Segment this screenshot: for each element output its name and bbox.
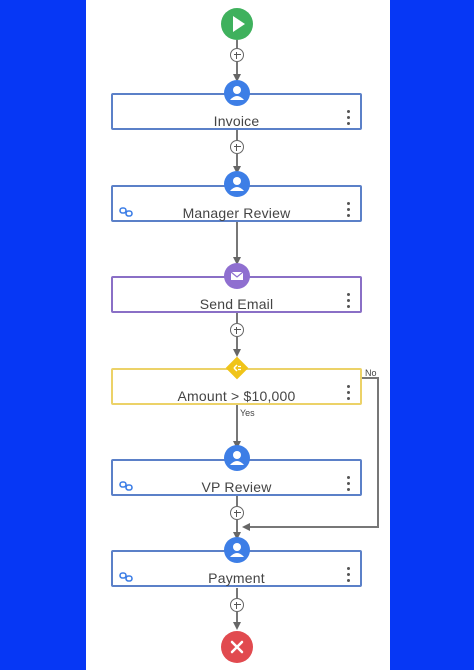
step-label: VP Review [201,479,272,495]
step-label: Send Email [199,296,274,312]
branch-label-yes: Yes [240,408,255,418]
add-step-button[interactable] [230,323,244,337]
user-icon [224,80,250,106]
kebab-menu-icon[interactable] [347,567,351,583]
email-icon [224,263,250,289]
link-icon[interactable] [119,481,133,491]
kebab-menu-icon[interactable] [347,385,351,401]
kebab-menu-icon[interactable] [347,293,351,309]
step-label: Manager Review [182,205,291,221]
user-icon [224,445,250,471]
kebab-menu-icon[interactable] [347,110,351,126]
branch-label-no: No [365,368,377,378]
condition-icon [225,356,249,380]
play-icon [233,16,245,32]
link-icon[interactable] [119,207,133,217]
add-step-button[interactable] [230,506,244,520]
step-label: Payment [208,570,265,586]
kebab-menu-icon[interactable] [347,476,351,492]
add-step-button[interactable] [230,598,244,612]
user-icon [224,171,250,197]
step-label: Invoice [213,113,260,129]
end-node[interactable] [221,631,253,663]
add-step-button[interactable] [230,48,244,62]
kebab-menu-icon[interactable] [347,202,351,218]
user-icon [224,537,250,563]
step-label: Amount > $10,000 [177,388,296,404]
add-step-button[interactable] [230,140,244,154]
close-icon [230,640,244,654]
link-icon[interactable] [119,572,133,582]
step-invoice[interactable]: Invoice [111,93,362,130]
start-node[interactable] [221,8,253,40]
